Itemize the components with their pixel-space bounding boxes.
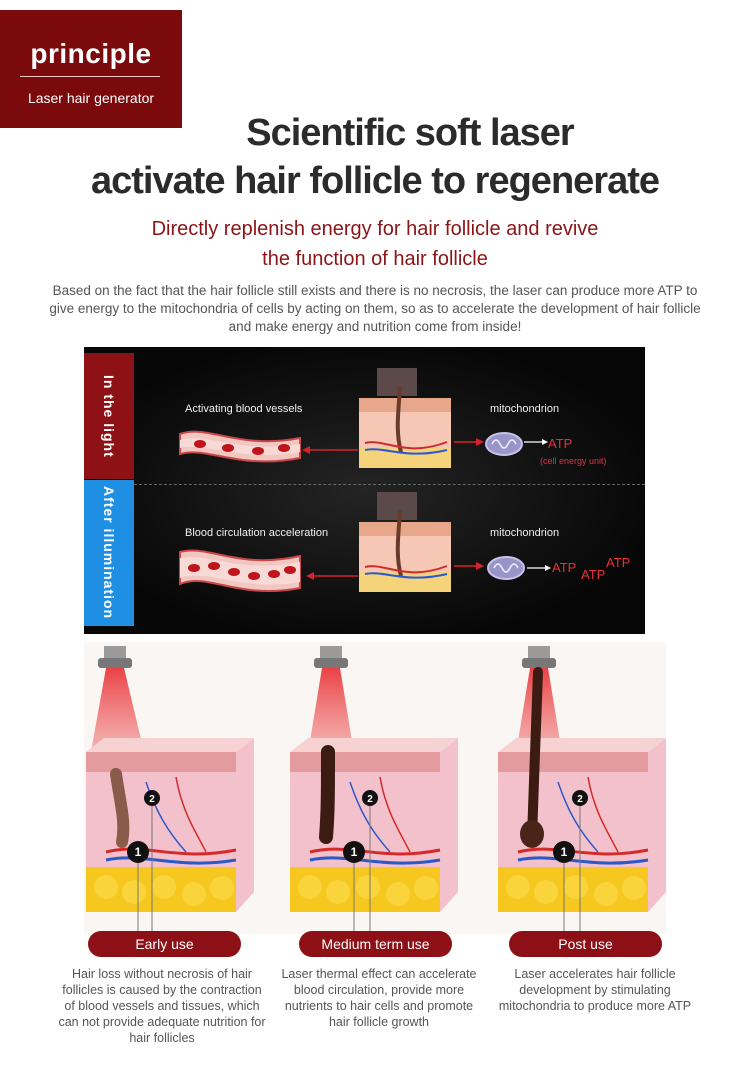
- atp-label-2: ATP: [581, 567, 606, 582]
- headline-line-2: activate hair follicle to regenerate: [90, 160, 660, 202]
- skin-cross-section-icon: [359, 492, 451, 592]
- arrow-right-icon: [454, 438, 484, 446]
- stage-caption-medium: Laser thermal effect can accelerate bloo…: [281, 967, 477, 1029]
- label-mitochondrion-top: mitochondrion: [490, 403, 560, 415]
- subheadline-line-1: Directly replenish energy for hair folli…: [151, 218, 599, 240]
- atp-label-1: ATP: [552, 560, 577, 575]
- mitochondrion-icon: [485, 432, 523, 456]
- stage-post-illustration: 1 2: [498, 646, 666, 932]
- tab-after-illumination: After illumination: [84, 480, 134, 626]
- marker-one: 1: [561, 845, 568, 859]
- marker-two: 2: [577, 794, 583, 805]
- blood-vessel-wide-icon: [179, 549, 301, 593]
- panel-divider: [134, 484, 645, 485]
- label-mitochondrion-bottom: mitochondrion: [490, 527, 560, 539]
- blood-vessel-narrow-icon: [179, 430, 301, 463]
- atp-label-3: ATP: [606, 555, 631, 570]
- badge-subtitle: Laser hair generator: [27, 90, 155, 106]
- stage-label-post-use: Post use: [509, 931, 662, 957]
- label-activating-blood-vessels: Activating blood vessels: [185, 403, 303, 415]
- arrow-left-icon: [306, 572, 358, 580]
- atp-note: (cell energy unit): [540, 456, 607, 466]
- principle-badge: principle Laser hair generator: [0, 10, 182, 128]
- label-blood-circulation: Blood circulation acceleration: [185, 527, 329, 539]
- marker-one: 1: [135, 845, 142, 859]
- badge-title: principle: [30, 38, 152, 69]
- arrow-right-icon: [454, 562, 484, 570]
- skin-cross-section-icon: [359, 368, 451, 468]
- stage-label-medium-term-use: Medium term use: [299, 931, 452, 957]
- atp-label-top: ATP: [548, 436, 573, 451]
- mitochondrion-icon: [487, 556, 525, 580]
- marker-two: 2: [149, 794, 155, 805]
- stage-caption-early: Hair loss without necrosis of hair folli…: [58, 967, 266, 1045]
- badge-divider: [20, 76, 160, 77]
- headline-line-1: Scientific soft laser: [246, 112, 574, 154]
- stage-label-early-use: Early use: [88, 931, 241, 957]
- marker-one: 1: [351, 845, 358, 859]
- subheadline-line-2: the function of hair follicle: [262, 248, 488, 270]
- tab-in-the-light: In the light: [84, 353, 134, 479]
- arrow-atp-icon: [527, 565, 551, 571]
- marker-two: 2: [367, 794, 373, 805]
- arrow-left-icon: [302, 446, 358, 454]
- stage-caption-post: Laser accelerates hair follicle developm…: [498, 967, 692, 1013]
- arrow-atp-icon: [524, 439, 548, 445]
- description-text: Based on the fact that the hair follicle…: [49, 283, 701, 334]
- stage-early-illustration: 1 2: [86, 646, 254, 932]
- stage-medium-illustration: 1 2: [290, 646, 458, 932]
